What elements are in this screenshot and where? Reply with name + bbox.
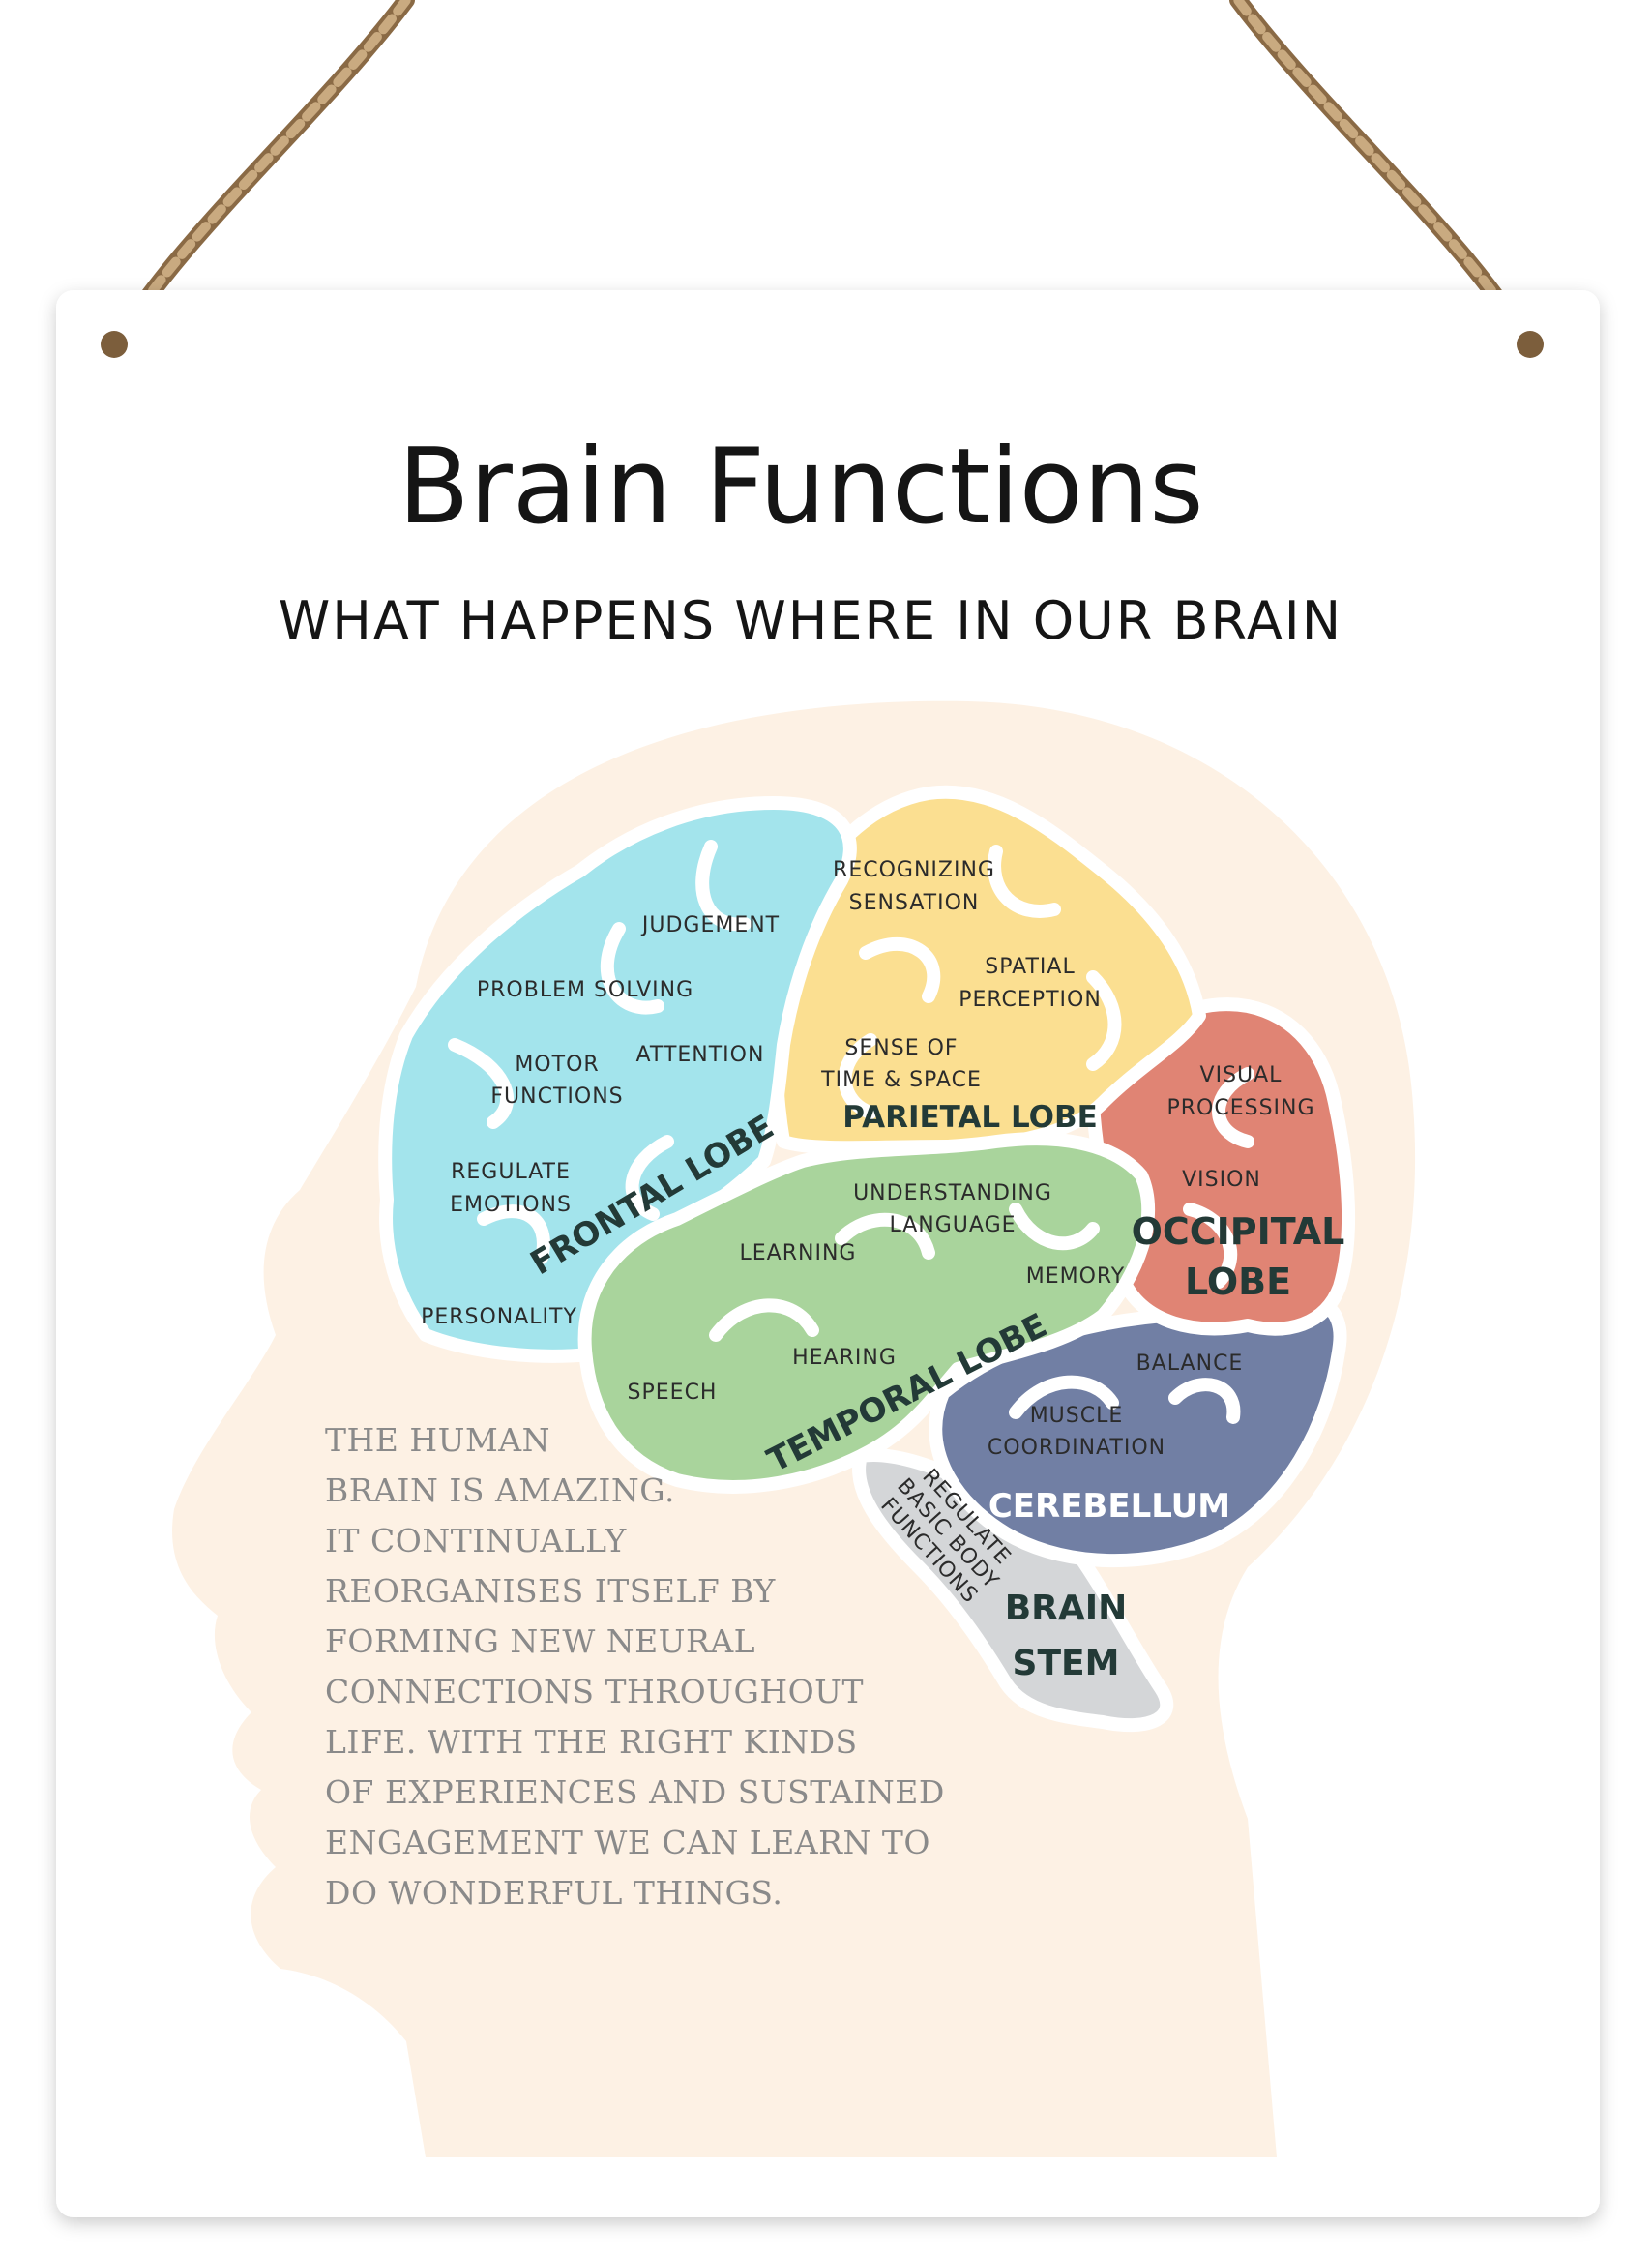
label-coordination: COORDINATION (988, 1436, 1165, 1460)
occipital-lobe-name-line-2: LOBE (1185, 1261, 1291, 1303)
label-understanding: UNDERSTANDING (853, 1181, 1052, 1205)
label-personality: PERSONALITY (421, 1305, 577, 1329)
label-sense-of: SENSE OF (844, 1036, 958, 1060)
blurb-paragraph: THE HUMAN BRAIN IS AMAZING. IT CONTINUAL… (325, 1421, 945, 1912)
occipital-lobe-name-line-1: OCCIPITAL (1132, 1210, 1345, 1253)
label-attention: ATTENTION (636, 1043, 765, 1067)
poster-title: Brain Functions (398, 427, 1203, 548)
label-speech: SPEECH (628, 1381, 718, 1405)
blurb-line: BRAIN IS AMAZING. (325, 1471, 675, 1509)
label-memory: MEMORY (1026, 1264, 1126, 1289)
label-language: LANGUAGE (889, 1213, 1016, 1237)
label-emotions: EMOTIONS (450, 1193, 572, 1217)
label-recognizing: RECOGNIZING (833, 858, 995, 882)
parietal-lobe-name: PARIETAL LOBE (842, 1100, 1098, 1135)
blurb-line: LIFE. WITH THE RIGHT KINDS (325, 1723, 858, 1761)
label-time-space: TIME & SPACE (820, 1068, 982, 1092)
label-muscle: MUSCLE (1030, 1404, 1124, 1428)
label-processing: PROCESSING (1166, 1096, 1314, 1120)
blurb-line: OF EXPERIENCES AND SUSTAINED (325, 1773, 945, 1811)
label-spatial: SPATIAL (985, 955, 1075, 979)
blurb-line: REORGANISES ITSELF BY (325, 1572, 776, 1610)
label-perception: PERCEPTION (959, 988, 1102, 1012)
brain-stem-name-line-1: BRAIN (1005, 1589, 1128, 1628)
temporal-region (577, 1132, 1156, 1494)
label-balance: BALANCE (1136, 1352, 1244, 1376)
poster-subtitle: WHAT HAPPENS WHERE IN OUR BRAIN (279, 590, 1342, 651)
occipital-labels: VISUAL PROCESSING VISION OCCIPITAL LOBE (1132, 1063, 1345, 1303)
label-hearing: HEARING (792, 1346, 897, 1370)
blurb-line: THE HUMAN (325, 1421, 550, 1459)
cerebellum-labels: BALANCE MUSCLE COORDINATION CEREBELLUM (988, 1352, 1244, 1526)
label-learning: LEARNING (740, 1241, 857, 1265)
label-functions: FUNCTIONS (490, 1084, 623, 1109)
rope-hole-left (101, 331, 128, 358)
blurb-line: ENGAGEMENT WE CAN LEARN TO (325, 1824, 930, 1861)
label-vision: VISION (1182, 1168, 1261, 1192)
brain-diagram (378, 785, 1356, 1733)
blurb-line: DO WONDERFUL THINGS. (325, 1874, 782, 1912)
label-regulate: REGULATE (451, 1160, 571, 1184)
label-motor: MOTOR (515, 1053, 599, 1077)
cerebellum-name: CEREBELLUM (988, 1487, 1230, 1526)
blurb-line: IT CONTINUALLY (325, 1522, 627, 1560)
label-visual: VISUAL (1200, 1063, 1283, 1087)
label-problem-solving: PROBLEM SOLVING (477, 978, 693, 1002)
brain-stem-name-line-2: STEM (1013, 1644, 1120, 1683)
rope-hole-right (1517, 331, 1544, 358)
blurb-line: FORMING NEW NEURAL (325, 1622, 755, 1660)
label-sensation: SENSATION (849, 891, 980, 915)
label-judgement: JUDGEMENT (640, 913, 780, 937)
blurb-line: CONNECTIONS THROUGHOUT (325, 1673, 864, 1710)
parietal-labels: RECOGNIZING SENSATION SPATIAL PERCEPTION… (820, 858, 1102, 1135)
brain-folds (448, 840, 1254, 1424)
